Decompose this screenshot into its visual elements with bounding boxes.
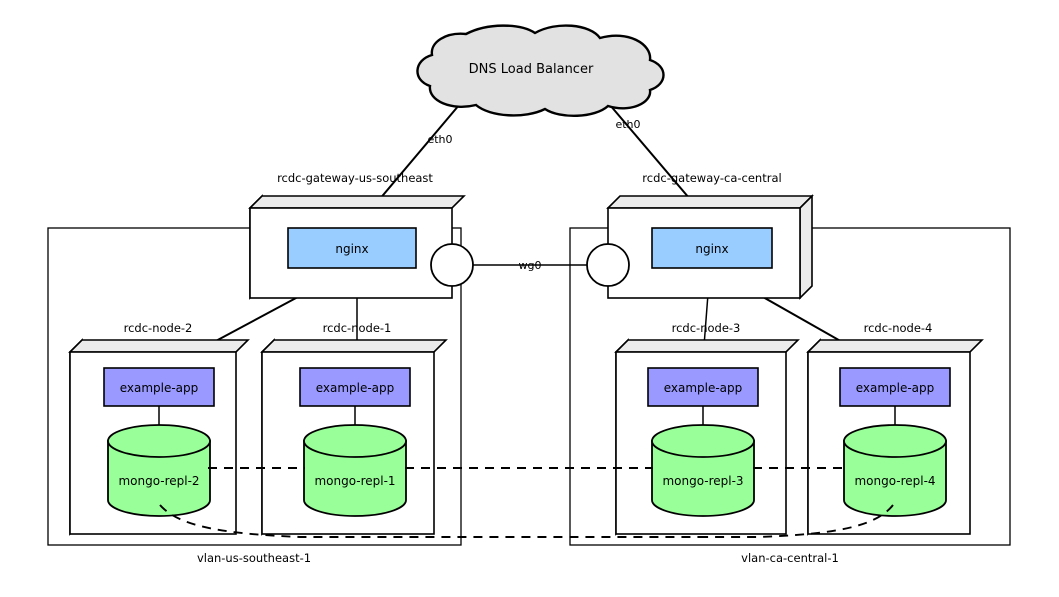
- eth0-label-left: eth0: [427, 133, 452, 146]
- cloud-label: DNS Load Balancer: [469, 62, 594, 77]
- mongo-repl-1-top: [303, 424, 407, 458]
- mongo-repl-2-body: [107, 440, 211, 517]
- mongo-repl-4-body: [843, 440, 947, 517]
- example-app-label-node2: example-app: [120, 381, 199, 395]
- mongo-repl-2-cylinder[interactable]: mongo-repl-2: [107, 424, 211, 517]
- rcdc-node-1-label: rcdc-node-1: [323, 321, 392, 335]
- wg0-interface-ca[interactable]: [586, 243, 630, 287]
- wg0-label: wg0: [519, 259, 542, 272]
- example-app-box-node4[interactable]: [839, 367, 951, 407]
- replication-link-2-lower: [159, 504, 700, 538]
- mongo-repl-2-label: mongo-repl-2: [118, 474, 199, 488]
- node-1-top-face: [260, 339, 448, 353]
- mongo-repl-3-cylinder[interactable]: mongo-repl-3: [651, 424, 755, 517]
- mongo-repl-1-label: mongo-repl-1: [314, 474, 395, 488]
- rcdc-node-2-label: rcdc-node-2: [124, 321, 193, 335]
- gateway-ca-central-label: rcdc-gateway-ca-central: [642, 171, 781, 185]
- example-app-box-node3[interactable]: [647, 367, 759, 407]
- rcdc-node-4-label: rcdc-node-4: [864, 321, 933, 335]
- nginx-box-ca[interactable]: [651, 227, 773, 269]
- mongo-repl-3-body: [651, 440, 755, 517]
- wg0-interface-us[interactable]: [430, 243, 474, 287]
- mongo-repl-1-cylinder[interactable]: mongo-repl-1: [303, 424, 407, 517]
- mongo-repl-4-label: mongo-repl-4: [854, 474, 935, 488]
- gateway-ca-top-face: [606, 195, 814, 209]
- rcdc-node-2[interactable]: rcdc-node-2 example-app mongo-repl-2: [68, 321, 250, 536]
- rcdc-node-4[interactable]: rcdc-node-4 example-app mongo-repl-4: [806, 321, 984, 536]
- eth0-label-right: eth0: [615, 118, 640, 131]
- rcdc-node-3[interactable]: rcdc-node-3 example-app mongo-repl-3: [614, 321, 800, 536]
- mongo-repl-2-top: [107, 424, 211, 458]
- cloud-shape: [416, 24, 665, 118]
- gateway-us-southeast[interactable]: rcdc-gateway-us-southeast nginx: [248, 171, 474, 300]
- nginx-label-us: nginx: [335, 242, 368, 256]
- nginx-label-ca: nginx: [695, 242, 728, 256]
- dns-load-balancer[interactable]: DNS Load Balancer: [416, 24, 665, 118]
- node-4-top-face: [806, 339, 984, 353]
- gateway-us-top-face: [248, 195, 466, 209]
- mongo-repl-4-top: [843, 424, 947, 458]
- mongo-repl-3-label: mongo-repl-3: [662, 474, 743, 488]
- example-app-label-node1: example-app: [316, 381, 395, 395]
- vlan-us-southeast-1-label: vlan-us-southeast-1: [197, 551, 311, 565]
- example-app-box-node2[interactable]: [103, 367, 215, 407]
- node-3-top-face: [614, 339, 800, 353]
- mongo-repl-1-body: [303, 440, 407, 517]
- vlan-ca-central-1-label: vlan-ca-central-1: [741, 551, 839, 565]
- example-app-label-node4: example-app: [856, 381, 935, 395]
- replication-link-4-lower: [700, 504, 894, 538]
- gateway-us-southeast-label: rcdc-gateway-us-southeast: [277, 171, 433, 185]
- gateway-ca-side-face: [799, 194, 813, 300]
- mongo-repl-3-top: [651, 424, 755, 458]
- mongo-repl-4-cylinder[interactable]: mongo-repl-4: [843, 424, 947, 517]
- rcdc-node-1[interactable]: rcdc-node-1 example-app mongo-repl-1: [260, 321, 448, 536]
- nginx-box-us[interactable]: [287, 227, 417, 269]
- rcdc-node-3-label: rcdc-node-3: [672, 321, 741, 335]
- node-2-top-face: [68, 339, 250, 353]
- example-app-box-node1[interactable]: [299, 367, 411, 407]
- gateway-ca-central[interactable]: rcdc-gateway-ca-central nginx: [586, 171, 814, 300]
- example-app-label-node3: example-app: [664, 381, 743, 395]
